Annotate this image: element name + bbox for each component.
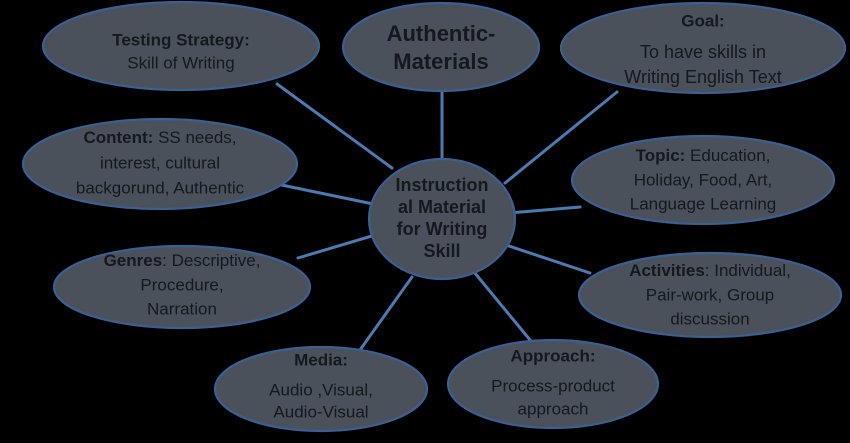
- node-content-line-0-bold: Content:: [83, 128, 153, 147]
- node-content-line-0: Content: SS needs,: [83, 128, 236, 147]
- connector-center-to-testing-strategy: [275, 82, 394, 170]
- node-activities-line-0-regular: : Individual,: [705, 261, 791, 280]
- node-approach[interactable]: Approach: Process-product approach: [446, 338, 660, 430]
- node-approach-line-0: Approach:: [511, 346, 596, 365]
- node-content-line-1: interest, cultural: [100, 153, 220, 172]
- node-activities-shape[interactable]: [577, 251, 843, 339]
- node-genres-line-0: Genres: Descriptive,: [104, 251, 261, 270]
- node-goal-shape[interactable]: [559, 1, 847, 95]
- connector-center-to-content: [270, 181, 380, 207]
- node-center-line-0: Instruction: [396, 175, 489, 195]
- node-topic-line-0: Topic: Education,: [636, 146, 771, 165]
- node-media-line-2: Audio-Visual: [273, 402, 368, 421]
- node-content-shape[interactable]: [21, 117, 299, 211]
- node-media-line-1: Audio ,Visual,: [269, 380, 373, 399]
- node-topic-line-1: Holiday, Food, Art,: [634, 170, 773, 189]
- node-center-shape[interactable]: [367, 157, 517, 281]
- node-center-instructional-material[interactable]: Instruction al Material for Writing Skil…: [367, 157, 517, 281]
- node-media[interactable]: Media: Audio ,Visual, Audio-Visual: [213, 345, 429, 433]
- node-goal-line-1: To have skills in: [640, 42, 766, 62]
- connector-center-to-topic: [507, 205, 582, 215]
- node-center-line-2: for Writing: [397, 219, 488, 239]
- node-testing-strategy-shape[interactable]: [41, 0, 321, 92]
- connector-center-to-genres: [296, 230, 387, 260]
- node-media-line-0: Media:: [294, 350, 348, 369]
- node-authentic-materials-shape[interactable]: [341, 1, 541, 93]
- node-goal-line-2: Writing English Text: [624, 67, 781, 87]
- node-genres-line-0-bold: Genres: [104, 251, 163, 270]
- node-activities-line-0-bold: Activities: [629, 261, 705, 280]
- node-content[interactable]: Content: SS needs, interest, cultural ba…: [21, 117, 299, 211]
- node-approach-line-1: Process-product: [491, 376, 615, 395]
- node-activities-line-0: Activities: Individual,: [629, 261, 791, 280]
- node-content-line-0-regular: SS needs,: [153, 128, 236, 147]
- node-testing-strategy[interactable]: Testing Strategy: Skill of Writing: [41, 0, 321, 92]
- node-activities-line-1: Pair-work, Group: [646, 285, 774, 304]
- node-approach-line-2: approach: [518, 399, 589, 418]
- node-genres-line-0-regular: : Descriptive,: [162, 251, 260, 270]
- connector-group: [270, 82, 619, 366]
- node-testing-strategy-line-1: Skill of Writing: [127, 53, 234, 72]
- connector-center-to-activities: [498, 241, 592, 275]
- node-genres-shape[interactable]: [52, 244, 312, 330]
- node-topic[interactable]: Topic: Education, Holiday, Food, Art, La…: [570, 134, 836, 226]
- node-genres-line-1: Procedure,: [140, 275, 223, 294]
- connector-center-to-goal: [503, 90, 619, 185]
- node-topic-line-2: Language Learning: [630, 194, 777, 213]
- node-center-line-3: Skill: [423, 241, 460, 261]
- node-activities[interactable]: Activities: Individual, Pair-work, Group…: [577, 251, 843, 339]
- node-topic-line-0-bold: Topic:: [636, 146, 686, 165]
- node-topic-line-0-regular: Education,: [685, 146, 770, 165]
- node-goal-line-0: Goal:: [681, 11, 724, 30]
- node-approach-shape[interactable]: [446, 338, 660, 430]
- node-media-shape[interactable]: [213, 345, 429, 433]
- node-authentic-materials[interactable]: Authentic- Materials: [341, 1, 541, 93]
- node-authentic-materials-line-1: Materials: [393, 49, 488, 74]
- connector-center-to-approach: [472, 270, 542, 354]
- node-topic-shape[interactable]: [570, 134, 836, 226]
- node-goal[interactable]: Goal: To have skills in Writing English …: [559, 1, 847, 95]
- node-center-line-1: al Material: [398, 197, 486, 217]
- node-content-line-2: backgorund, Authentic: [76, 178, 245, 197]
- node-authentic-materials-line-0: Authentic-: [387, 21, 496, 46]
- node-genres-line-2: Narration: [147, 299, 217, 318]
- node-testing-strategy-line-0: Testing Strategy:: [112, 30, 250, 49]
- node-activities-line-2: discussion: [670, 309, 749, 328]
- node-genres[interactable]: Genres: Descriptive, Procedure, Narratio…: [52, 244, 312, 330]
